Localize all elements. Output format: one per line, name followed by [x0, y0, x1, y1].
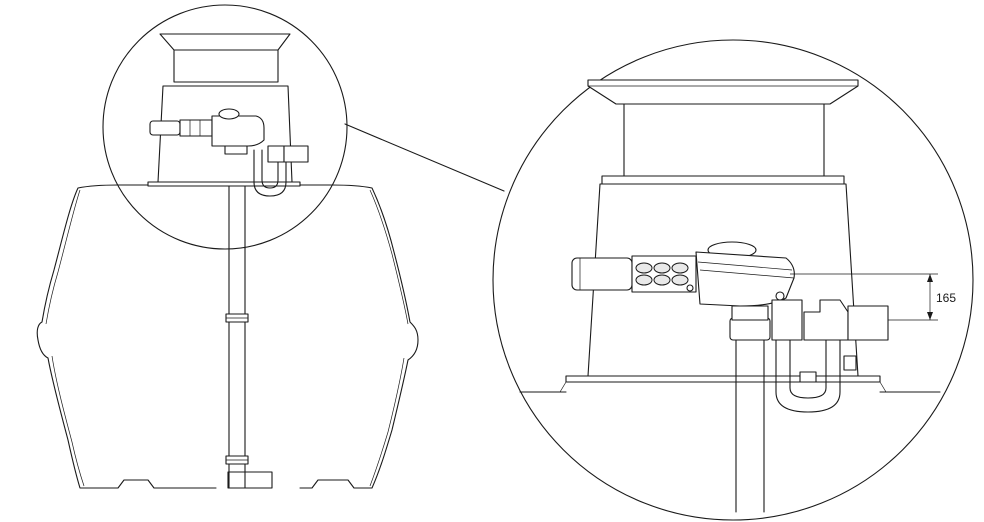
pump-head [695, 241, 795, 307]
lid-neck [623, 103, 825, 177]
large-detail-circle: 165 [492, 39, 974, 521]
small-detail-circle [102, 4, 348, 250]
tank-body [36, 184, 419, 489]
base-flange [565, 375, 881, 383]
dimension-label: 165 [936, 291, 956, 305]
cover-lid [587, 79, 859, 105]
dimension-annotation: 165 [790, 273, 956, 321]
detail-leader-line [344, 123, 505, 192]
pump-handle [571, 255, 697, 293]
siphon-trap [771, 299, 889, 413]
